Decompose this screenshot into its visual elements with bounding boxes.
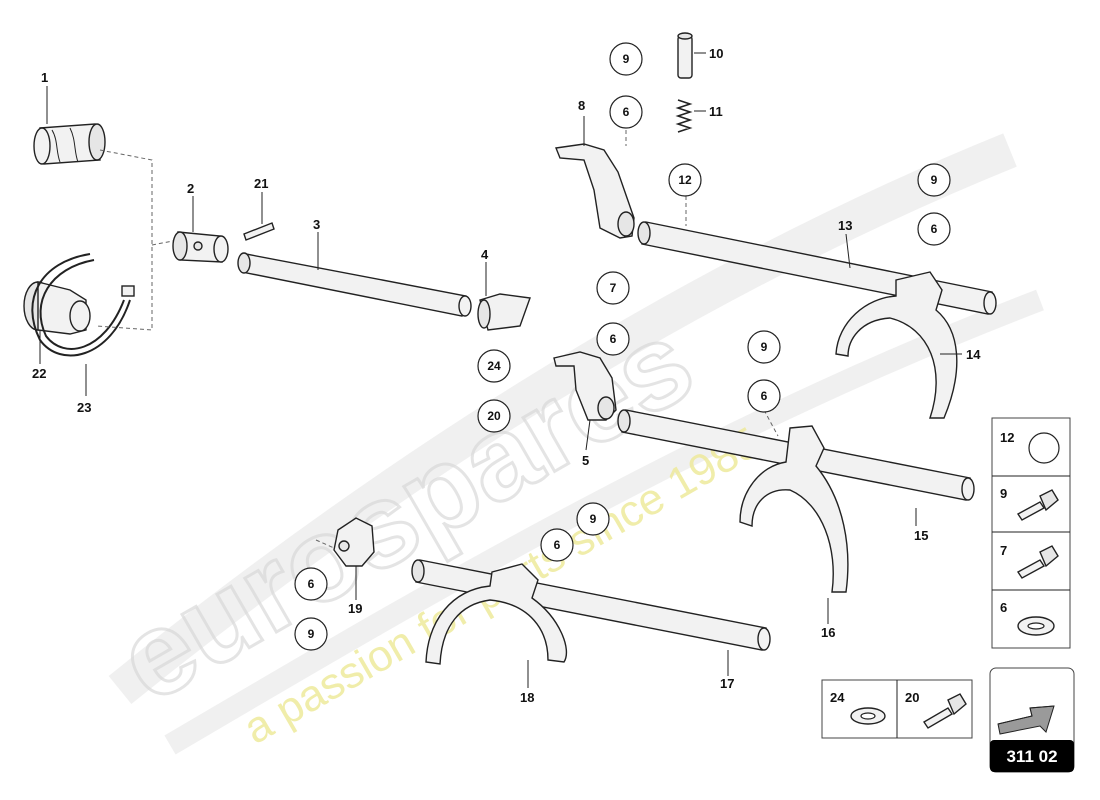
callout-13: 13 bbox=[838, 218, 852, 233]
part-8-selector-arm bbox=[555, 143, 635, 239]
callout-10: 10 bbox=[709, 46, 723, 61]
svg-text:12: 12 bbox=[1000, 430, 1014, 445]
direction-arrow-icon bbox=[997, 705, 1055, 735]
hardware-legend-bottom: 24 20 bbox=[821, 679, 973, 739]
callout-17: 17 bbox=[720, 676, 734, 691]
svg-text:9: 9 bbox=[761, 340, 768, 354]
svg-text:6: 6 bbox=[761, 389, 768, 403]
callout-11: 11 bbox=[709, 104, 723, 119]
callout-5: 5 bbox=[582, 453, 589, 468]
legend-item-6-washer: 6 bbox=[1000, 600, 1055, 636]
part-3-shaft bbox=[237, 252, 472, 317]
circle-ref-12: 12 bbox=[668, 163, 702, 197]
part-1-sleeve bbox=[33, 123, 106, 165]
callout-21: 21 bbox=[254, 176, 268, 191]
watermark: eurospares a passion for parts since 198… bbox=[96, 133, 1044, 755]
svg-text:9: 9 bbox=[1000, 486, 1007, 501]
svg-text:6: 6 bbox=[1000, 600, 1007, 615]
svg-text:7: 7 bbox=[1000, 543, 1007, 558]
callout-4: 4 bbox=[481, 247, 489, 262]
svg-text:6: 6 bbox=[610, 332, 617, 346]
circle-ref-6-f: 6 bbox=[294, 567, 328, 601]
svg-text:24: 24 bbox=[487, 359, 501, 373]
hardware-legend: 12 9 7 6 bbox=[991, 417, 1071, 649]
svg-text:20: 20 bbox=[487, 409, 501, 423]
part-18-fork bbox=[425, 563, 568, 665]
svg-text:7: 7 bbox=[610, 281, 617, 295]
circle-ref-6-c: 6 bbox=[917, 212, 951, 246]
svg-text:6: 6 bbox=[554, 538, 561, 552]
legend-item-12-ball: 12 bbox=[1000, 430, 1060, 464]
legend-item-9-bolt: 9 bbox=[1000, 486, 1059, 521]
svg-text:20: 20 bbox=[905, 690, 919, 705]
callout-3: 3 bbox=[313, 217, 320, 232]
circle-ref-6-d: 6 bbox=[747, 379, 781, 413]
legend-item-20-bolt: 20 bbox=[905, 690, 967, 729]
part-14-fork bbox=[835, 271, 958, 419]
circle-ref-6-e: 6 bbox=[540, 528, 574, 562]
circle-ref-6-a: 6 bbox=[609, 95, 643, 129]
circle-ref-6-b: 6 bbox=[596, 322, 630, 356]
callout-18: 18 bbox=[520, 690, 534, 705]
legend-item-7-bolt: 7 bbox=[1000, 543, 1059, 579]
leader-lines bbox=[39, 52, 962, 688]
reference-box: 311 02 bbox=[989, 667, 1075, 773]
circle-ref-9-b: 9 bbox=[917, 163, 951, 197]
part-11-spring bbox=[675, 99, 693, 133]
part-16-fork bbox=[739, 425, 849, 593]
circle-ref-9-c: 9 bbox=[747, 330, 781, 364]
circle-ref-9-d: 9 bbox=[576, 502, 610, 536]
circle-ref-9-e: 9 bbox=[294, 617, 328, 651]
part-10-pin bbox=[677, 32, 693, 79]
circled-references: 9 6 12 7 6 24 20 9 6 9 6 9 6 6 9 bbox=[294, 42, 951, 651]
svg-text:9: 9 bbox=[931, 173, 938, 187]
callout-1: 1 bbox=[41, 70, 48, 85]
svg-text:24: 24 bbox=[830, 690, 845, 705]
callout-23: 23 bbox=[77, 400, 91, 415]
callout-19: 19 bbox=[348, 601, 362, 616]
callout-14: 14 bbox=[966, 347, 981, 362]
svg-text:6: 6 bbox=[308, 577, 315, 591]
part-22-boot bbox=[23, 281, 91, 335]
part-4-bush bbox=[477, 293, 531, 331]
svg-text:9: 9 bbox=[308, 627, 315, 641]
part-21-pin bbox=[243, 222, 275, 241]
svg-text:12: 12 bbox=[678, 173, 692, 187]
part-19-selector bbox=[315, 517, 375, 567]
svg-text:6: 6 bbox=[623, 105, 630, 119]
callout-15: 15 bbox=[914, 528, 928, 543]
callout-labels: 1 2 3 4 5 8 10 11 13 14 15 16 17 18 19 2… bbox=[32, 46, 981, 705]
svg-text:9: 9 bbox=[590, 512, 597, 526]
circle-ref-7: 7 bbox=[596, 271, 630, 305]
callout-16: 16 bbox=[821, 625, 835, 640]
circle-ref-20: 20 bbox=[477, 399, 511, 433]
part-2-coupling bbox=[172, 231, 229, 263]
reference-number: 311 02 bbox=[1006, 747, 1057, 766]
circle-ref-9-a: 9 bbox=[609, 42, 643, 76]
svg-text:9: 9 bbox=[623, 52, 630, 66]
part-5-selector-arm bbox=[553, 351, 617, 421]
callout-8: 8 bbox=[578, 98, 585, 113]
callout-2: 2 bbox=[187, 181, 194, 196]
svg-text:6: 6 bbox=[931, 222, 938, 236]
circle-ref-24: 24 bbox=[477, 349, 511, 383]
callout-22: 22 bbox=[32, 366, 46, 381]
legend-item-24-spring-washer: 24 bbox=[830, 690, 886, 725]
